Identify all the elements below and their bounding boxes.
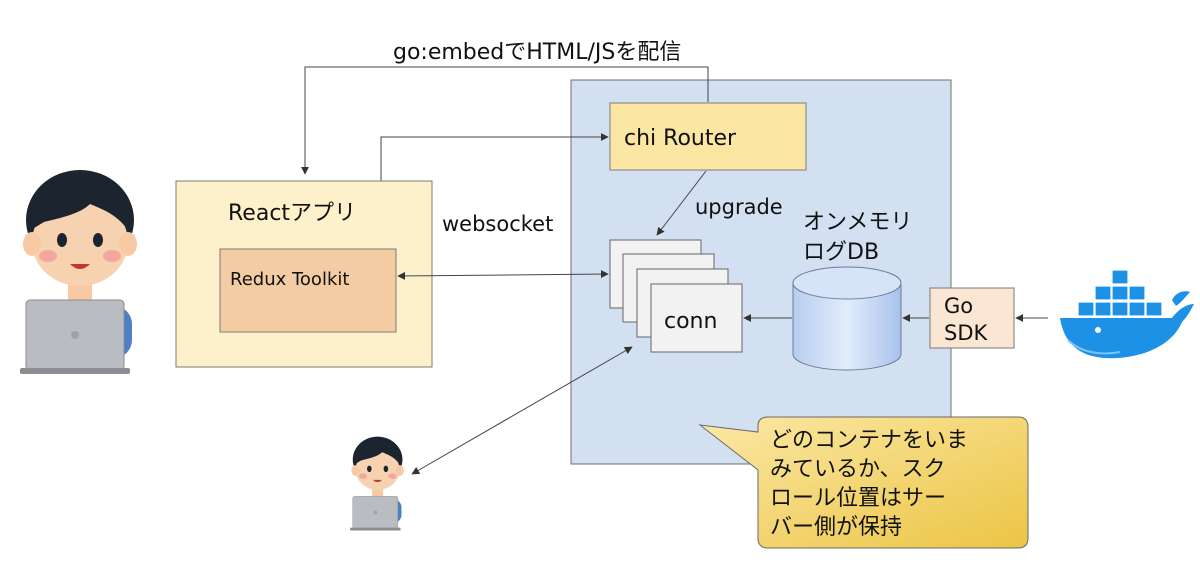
react-to-router-line xyxy=(380,133,609,181)
embed-route-line xyxy=(301,66,709,175)
react-app-label: Reactアプリ xyxy=(228,201,356,226)
websocket-line xyxy=(397,270,609,280)
embed-label: go:embedでHTML/JSを配信 xyxy=(393,40,681,65)
small-user-connection-line xyxy=(411,346,633,475)
memdb-label-line2: ログDB xyxy=(803,240,879,265)
info-callout xyxy=(698,416,1029,549)
conn-label: conn xyxy=(664,309,717,334)
redux-toolkit-label: Redux Toolkit xyxy=(230,269,349,290)
upgrade-label: upgrade xyxy=(695,195,783,219)
docker-whale-icon xyxy=(1060,269,1194,359)
callout-line-1: どのコンテナをいま xyxy=(770,428,968,453)
person-laptop-icon xyxy=(20,170,137,374)
callout-line-4: バー側が保持 xyxy=(770,515,902,540)
chi-router-box xyxy=(609,102,807,171)
upgrade-arrow xyxy=(656,170,707,236)
redux-toolkit-box xyxy=(219,248,397,333)
log-db-cylinder xyxy=(792,266,902,371)
go-sdk-label-line2: SDK xyxy=(944,321,989,345)
memdb-label-line1: オンメモリ xyxy=(803,210,912,235)
chi-router-label: chi Router xyxy=(624,126,737,151)
conn-box xyxy=(650,283,743,353)
callout-line-2: みているか、スク xyxy=(770,457,946,482)
callout-line-3: ロール位置はサー xyxy=(770,486,946,511)
websocket-label: websocket xyxy=(442,212,553,236)
go-sdk-label-line1: Go xyxy=(944,294,973,318)
person-laptop-icon-small xyxy=(350,436,404,531)
go-sdk-box xyxy=(929,287,1015,349)
